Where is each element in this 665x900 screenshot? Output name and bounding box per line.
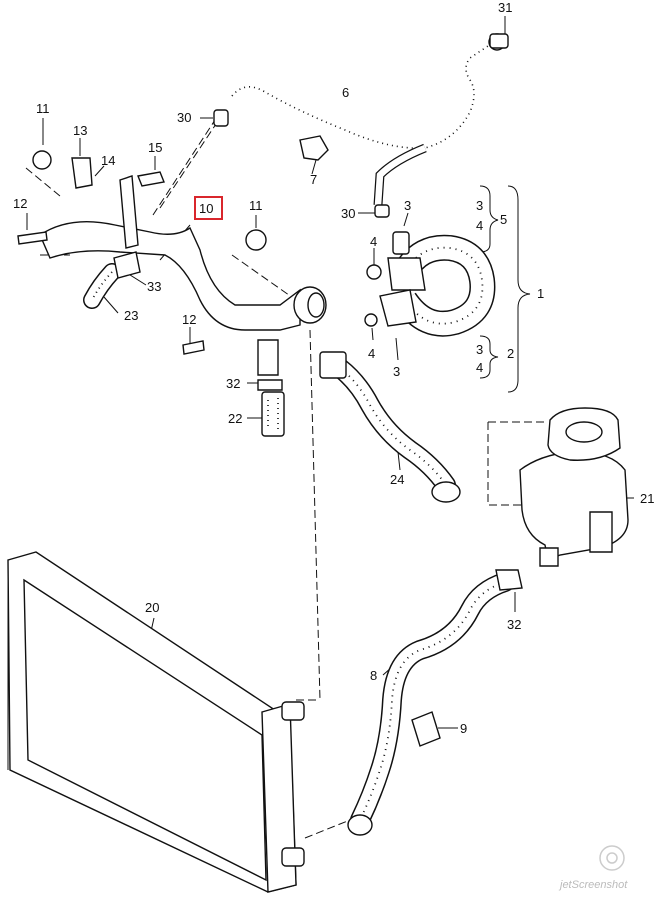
label-11: 11 [249,198,263,213]
label-20: 20 [145,600,159,615]
fittings [17,33,523,836]
label-2: 2 [507,346,514,361]
label-8: 8 [370,668,377,683]
label-3: 3 [404,198,411,213]
label-4: 4 [476,360,483,375]
label-7: 7 [310,172,317,187]
label-33: 33 [147,279,161,294]
label-32: 32 [226,376,240,391]
dashed-leader-lines [25,117,548,839]
label-13: 13 [73,123,87,138]
highlight-box [194,196,223,220]
label-15: 15 [148,140,162,155]
label-24: 24 [390,472,404,487]
label-22: 22 [228,411,242,426]
label-1: 1 [537,286,544,301]
watermark-text: jetScreenshot [558,879,628,891]
hoses [83,41,515,830]
label-11: 11 [36,101,50,116]
expansion-tank [519,407,629,567]
radiator [7,551,305,893]
label-21: 21 [640,491,654,506]
label-9: 9 [460,721,467,736]
label-10: 10 [199,201,213,216]
label-32: 32 [507,617,521,632]
label-12: 12 [182,312,196,327]
label-23: 23 [124,308,138,323]
label-14: 14 [101,153,115,168]
label-3: 3 [476,342,483,357]
callout-labels: 31 6 11 30 13 15 14 7 10 12 11 30 3 3 4 … [13,0,654,736]
label-4: 4 [368,346,375,361]
label-12: 12 [13,196,27,211]
label-31: 31 [498,0,512,15]
label-4: 4 [476,218,483,233]
coolant-flange-pipe [39,175,327,376]
label-3: 3 [393,364,400,379]
label-30: 30 [341,206,355,221]
watermark: jetScreenshot [558,845,628,891]
label-6: 6 [342,85,349,100]
brackets [479,185,531,393]
label-5: 5 [500,212,507,227]
label-4: 4 [370,234,377,249]
label-3: 3 [476,198,483,213]
label-30: 30 [177,110,191,125]
